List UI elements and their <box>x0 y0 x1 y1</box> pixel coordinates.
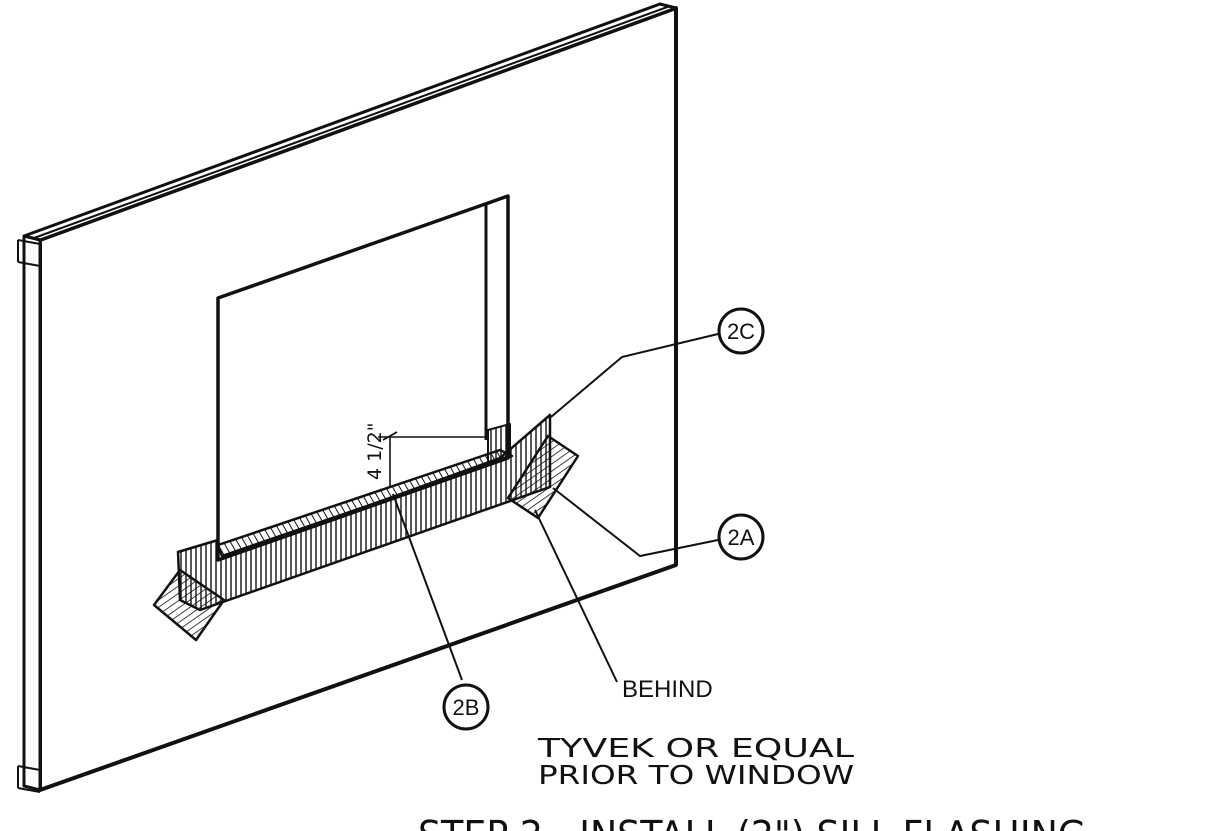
note-material-line-1: TYVEK OR EQUAL <box>537 734 855 764</box>
callout-2b: 2B <box>442 683 490 731</box>
callout-2a-label: 2A <box>728 525 755 550</box>
callout-2b-label: 2B <box>453 695 480 720</box>
sill-flashing <box>152 413 580 642</box>
note-material-line-2: PRIOR TO WINDOW <box>538 761 854 791</box>
dimension-sill-height <box>378 431 488 488</box>
callout-2a: 2A <box>717 513 765 561</box>
callout-2c-label: 2C <box>727 319 755 344</box>
note-behind: BEHIND <box>622 676 713 703</box>
callout-2c: 2C <box>717 307 765 355</box>
step-title: STEP 2 - INSTALL (2") SILL FLASHING <box>418 813 1086 831</box>
dimension-label: 4 1/2" <box>364 423 386 480</box>
leader-lines <box>392 333 719 683</box>
